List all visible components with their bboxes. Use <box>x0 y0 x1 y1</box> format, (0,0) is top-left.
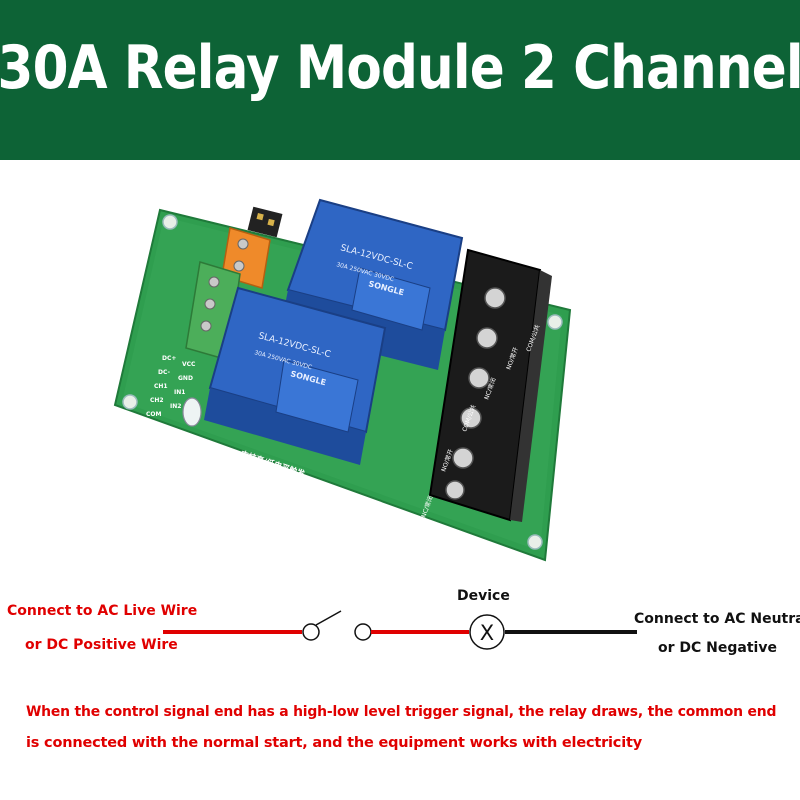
caption-line-2: is connected with the normal start, and … <box>26 735 642 751</box>
neutral-label-line1: Connect to AC Neutral <box>634 611 800 627</box>
svg-text:CH1: CH1 <box>154 383 168 390</box>
terminal-screw <box>452 447 474 469</box>
output-terminal-block <box>428 248 552 522</box>
live-wire-label-line1: Connect to AC Live Wire <box>7 603 198 619</box>
mounting-hole <box>547 314 563 330</box>
mounting-hole <box>527 534 543 550</box>
mounting-hole <box>122 394 138 410</box>
page-title: 30A Relay Module 2 Channel <box>0 33 800 103</box>
terminal-screw <box>468 367 490 389</box>
relay-module-image: DC+ VCC DC- GND CH1 IN1 CH2 IN2 COM SLA-… <box>113 198 572 562</box>
switch-lever <box>315 610 342 626</box>
status-led <box>182 397 202 427</box>
device-label: Device <box>457 588 510 604</box>
input-pin-labels: DC+ VCC DC- GND CH1 IN1 CH2 IN2 COM <box>146 355 196 418</box>
live-wire-label-line2: or DC Positive Wire <box>25 637 178 653</box>
device-symbol <box>469 614 505 650</box>
svg-text:DC-: DC- <box>158 369 171 376</box>
jumper-header <box>247 206 283 238</box>
mounting-hole <box>162 214 178 230</box>
svg-text:GND: GND <box>178 375 193 382</box>
terminal-screw <box>460 407 482 429</box>
svg-text:IN1: IN1 <box>174 389 185 396</box>
header-banner: 30A Relay Module 2 Channel <box>0 0 800 160</box>
terminal-screw <box>484 287 506 309</box>
svg-text:CH2: CH2 <box>150 397 164 404</box>
device-symbol-mark: X <box>480 621 494 645</box>
neutral-label-line2: or DC Negative <box>658 640 777 656</box>
svg-text:VCC: VCC <box>182 361 196 368</box>
relay-2: SLA-12VDC-SL-C 30A 250VAC 30VDC SONGLE <box>204 286 387 465</box>
switch-contact-right <box>354 623 372 641</box>
terminal-screw <box>445 480 465 500</box>
terminal-screw <box>476 327 498 349</box>
svg-text:COM: COM <box>146 411 162 418</box>
caption-line-1: When the control signal end has a high-l… <box>26 704 777 720</box>
switch-contact-left <box>302 623 320 641</box>
svg-text:DC+: DC+ <box>162 355 176 362</box>
wiring-diagram: X <box>163 610 637 650</box>
svg-text:IN2: IN2 <box>170 403 181 410</box>
